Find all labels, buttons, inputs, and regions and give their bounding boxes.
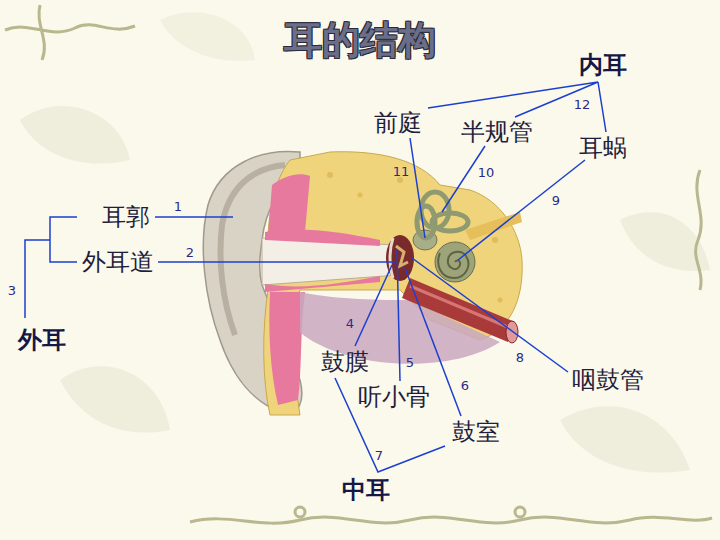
background-leaves bbox=[20, 12, 710, 472]
bone-dot bbox=[492, 237, 498, 243]
bone-dot bbox=[498, 298, 503, 303]
bracket bbox=[25, 217, 77, 318]
group-label: 内耳 bbox=[579, 53, 627, 77]
vine bbox=[696, 170, 702, 290]
eardrum bbox=[390, 238, 393, 278]
callout-number: 5 bbox=[406, 356, 414, 369]
callout-number: 1 bbox=[174, 200, 182, 213]
bone-dot bbox=[358, 193, 363, 198]
group-label: 外耳 bbox=[18, 328, 66, 352]
leader-line bbox=[155, 216, 233, 218]
vine bbox=[190, 517, 712, 523]
callout-number: 6 bbox=[461, 379, 469, 392]
part-label: 咽鼓管 bbox=[572, 368, 644, 392]
leader-line bbox=[458, 160, 585, 260]
callout-number: 11 bbox=[393, 165, 410, 178]
vine-border bbox=[5, 5, 712, 523]
bone-dot bbox=[327, 172, 333, 178]
canal-skin bbox=[265, 230, 380, 246]
leaf bbox=[60, 366, 170, 432]
part-label: 鼓膜 bbox=[321, 350, 369, 374]
part-label: 外耳道 bbox=[82, 250, 154, 274]
leader-line bbox=[410, 138, 425, 238]
leaf bbox=[560, 406, 690, 472]
callout-number: 12 bbox=[574, 98, 591, 111]
group-label: 中耳 bbox=[342, 478, 390, 502]
callout-number: 2 bbox=[186, 246, 194, 259]
leaf bbox=[20, 106, 130, 164]
skin-layer bbox=[268, 174, 310, 236]
canal-skin bbox=[265, 276, 380, 292]
skin-layer bbox=[269, 292, 305, 405]
callout-number: 8 bbox=[516, 351, 524, 364]
part-label: 鼓室 bbox=[452, 420, 500, 444]
vine bbox=[39, 5, 44, 60]
leader-line bbox=[397, 250, 400, 381]
leader-line bbox=[355, 265, 392, 346]
part-label: 耳郭 bbox=[102, 205, 150, 229]
part-label: 前庭 bbox=[374, 111, 422, 135]
vine-curl bbox=[295, 507, 305, 517]
leader-line bbox=[412, 258, 568, 372]
vine-curl bbox=[515, 507, 525, 517]
vine bbox=[5, 25, 135, 32]
callout-number: 7 bbox=[375, 449, 383, 462]
leader-line bbox=[442, 146, 485, 212]
leaf bbox=[160, 12, 255, 61]
eustachian-tube bbox=[402, 278, 515, 342]
part-label: 耳蜗 bbox=[579, 136, 627, 160]
part-label: 听小骨 bbox=[358, 385, 430, 409]
canal-loop bbox=[417, 206, 435, 238]
tympanic-cavity bbox=[386, 235, 414, 281]
leader-lines bbox=[25, 82, 606, 472]
callout-number: 9 bbox=[552, 194, 560, 207]
leader-line bbox=[158, 261, 396, 263]
bone-dot bbox=[397, 177, 403, 183]
cochlea bbox=[435, 242, 475, 282]
temporal-bone bbox=[264, 152, 522, 415]
bracket bbox=[335, 378, 445, 472]
callout-number: 3 bbox=[8, 284, 16, 297]
part-label: 半规管 bbox=[461, 120, 533, 144]
callout-number: 10 bbox=[478, 166, 495, 179]
callout-number: 4 bbox=[346, 317, 354, 330]
diagram-title: 耳的结构 bbox=[284, 21, 436, 59]
